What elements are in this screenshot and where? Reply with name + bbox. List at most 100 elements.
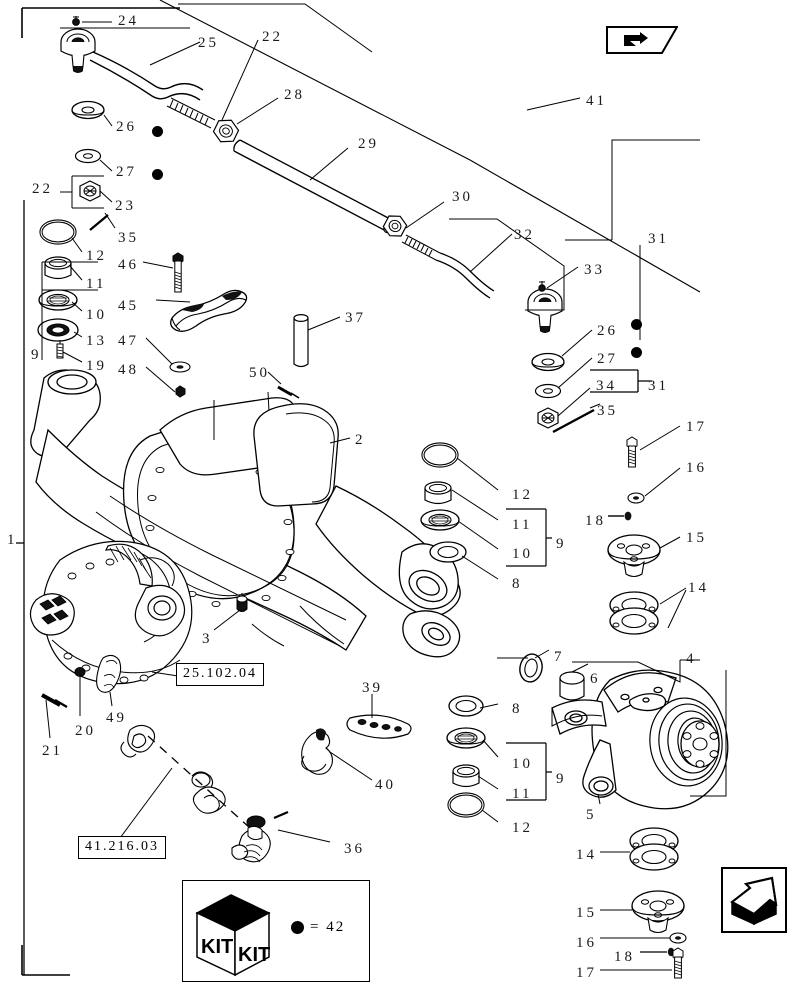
leader-22	[221, 39, 259, 121]
part-18-pin-right	[608, 511, 632, 521]
part-21-bolt	[41, 693, 68, 739]
part-10-bearing-right-upper	[420, 509, 460, 531]
reference-box-25-102-04[interactable]: 25.102.04	[176, 663, 264, 686]
part-49-shim	[96, 654, 122, 707]
callout-17-right: 17	[686, 419, 707, 435]
part-33-grease-fitting	[538, 266, 579, 292]
callout-37: 37	[345, 310, 366, 326]
part-47-washer	[145, 337, 191, 373]
callout-46: 46	[118, 257, 139, 273]
part-37-pin	[293, 314, 341, 368]
part-5-steering-knuckle	[551, 669, 729, 810]
kit-legend-equals: = 42	[310, 919, 346, 935]
part-11-bushing-right-upper	[424, 481, 452, 505]
reference-box-41-216-03[interactable]: 41.216.03	[78, 836, 166, 859]
callout-45: 45	[118, 298, 139, 314]
dashed-centerline	[147, 735, 251, 829]
part-13-seal-left	[37, 318, 79, 342]
callout-23: 23	[115, 198, 136, 214]
callout-11-ru: 11	[512, 517, 533, 533]
callout-31-top: 31	[648, 231, 669, 247]
arrow-block-icon	[720, 866, 788, 934]
part-35-pin-right	[552, 403, 601, 434]
callout-31-right: 31	[648, 378, 669, 394]
callout-34: 34	[596, 378, 617, 394]
callout-19: 19	[86, 358, 107, 374]
arrow-flag-icon	[606, 26, 679, 54]
part-50-screw	[267, 371, 300, 399]
part-10-bearing-left	[38, 289, 78, 311]
callout-32: 32	[514, 227, 535, 243]
kit-cube-icon: KIT KIT	[195, 894, 271, 977]
callout-12-rl: 12	[512, 820, 533, 836]
callout-24: 24	[118, 13, 139, 29]
callout-9-left: 9	[31, 347, 42, 363]
kit-dot-4	[631, 347, 642, 358]
part-6-bushing	[559, 663, 589, 701]
part-30-hex-nut	[382, 201, 445, 237]
callout-11-left: 11	[86, 276, 107, 292]
callout-17-bottom: 17	[576, 965, 597, 981]
callout-14-bottom: 14	[576, 847, 597, 863]
bracket-9-left	[41, 261, 98, 360]
callout-13: 13	[86, 333, 107, 349]
callout-5: 5	[586, 807, 597, 823]
frame-border	[21, 7, 180, 976]
svg-text:KIT: KIT	[238, 944, 270, 966]
callout-35-right: 35	[597, 403, 618, 419]
callout-15-bottom: 15	[576, 905, 597, 921]
part-28-hex-nut	[212, 97, 279, 143]
part-15-hub-cap-bottom	[631, 890, 685, 934]
part-20-plug	[74, 667, 86, 716]
part-26-washer-right	[531, 352, 565, 372]
bracket-22-left	[60, 175, 104, 209]
callout-22-left: 22	[32, 181, 53, 197]
part-23-lock-nut	[79, 180, 101, 202]
callout-10-ru: 10	[512, 546, 533, 562]
callout-10-left: 10	[86, 307, 107, 323]
callout-30: 30	[452, 189, 473, 205]
part-29-tie-rod-tube	[233, 139, 395, 234]
kit-dot-2	[152, 169, 163, 180]
callout-12-ru: 12	[512, 487, 533, 503]
part-40-clip	[301, 728, 373, 781]
part-7-seal	[497, 649, 550, 683]
part-18-pin-bottom	[640, 947, 675, 957]
part-17-bolt-bottom	[672, 947, 684, 979]
part-46-bolt	[142, 252, 184, 293]
part-16-washer-right	[627, 467, 681, 504]
part-45-steering-arm	[155, 289, 248, 332]
callout-26-left: 26	[116, 119, 137, 135]
part-17-bolt-right	[626, 436, 638, 468]
callout-3: 3	[202, 631, 213, 647]
part-26-washer	[71, 100, 105, 120]
callout-2: 2	[355, 432, 366, 448]
callout-9-rl: 9	[556, 771, 567, 787]
svg-text:KIT: KIT	[201, 936, 233, 958]
callout-20: 20	[75, 723, 96, 739]
part-15-hub-cap-right	[607, 534, 661, 578]
part-12-oring-right-lower	[447, 792, 485, 818]
part-12-oring-left	[39, 219, 77, 245]
callout-40: 40	[375, 777, 396, 793]
callout-1: 1	[7, 532, 18, 548]
kit-dot-3	[631, 319, 642, 330]
callout-14-right: 14	[688, 580, 709, 596]
callout-10-rl: 10	[512, 756, 533, 772]
part-driveshaft-assembly	[119, 724, 331, 863]
callout-11-rl: 11	[512, 786, 533, 802]
callout-26-right: 26	[597, 323, 618, 339]
callout-8-rl: 8	[512, 701, 523, 717]
part-differential-carrier	[29, 540, 193, 685]
part-19-screw	[56, 340, 83, 363]
part-39-key	[346, 694, 412, 739]
callout-6: 6	[590, 671, 601, 687]
callout-39: 39	[362, 680, 383, 696]
part-24-grease-fitting	[72, 16, 112, 26]
part-27-washer-right	[534, 383, 562, 399]
callout-33: 33	[584, 262, 605, 278]
bracket-34-31	[590, 369, 652, 393]
part-25-drag-link	[60, 28, 216, 129]
callout-29: 29	[358, 136, 379, 152]
